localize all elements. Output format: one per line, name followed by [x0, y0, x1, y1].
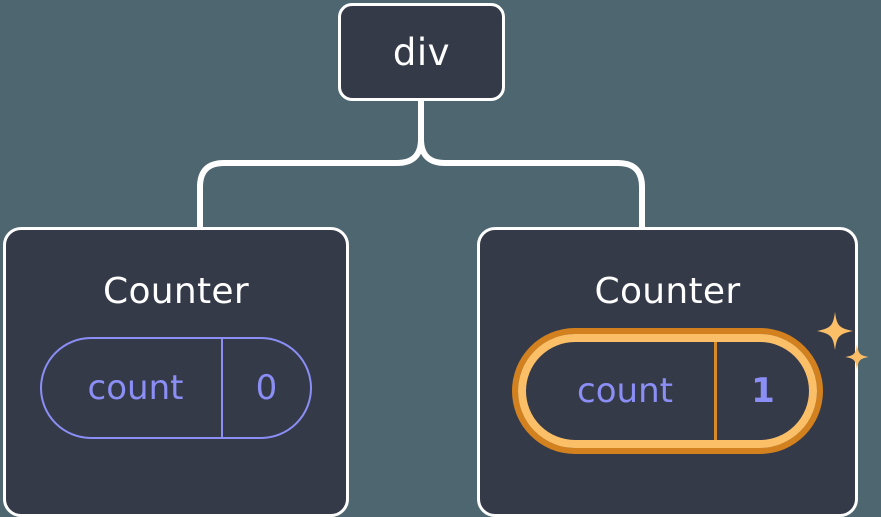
state-key-right: count [577, 371, 673, 411]
sparkle-large-icon [817, 312, 853, 350]
connector-to-right-child [418, 136, 645, 230]
sparkle-small-icon [845, 344, 869, 370]
node-counter-right[interactable]: Counter count 1 [477, 227, 869, 517]
state-value-right: 1 [714, 342, 809, 440]
node-counter-left[interactable]: Counter count 0 [3, 227, 349, 517]
connector-to-left-child [197, 136, 424, 230]
node-counter-right-title: Counter [594, 271, 741, 312]
state-pill-wrapper-right: count 1 [518, 312, 869, 448]
state-pill-left[interactable]: count 0 [40, 337, 312, 439]
state-key-left: count [87, 368, 184, 408]
node-div[interactable]: div [338, 3, 505, 101]
diagram-canvas: div Counter count 0 Counter count 1 [3, 3, 869, 517]
state-value-left: 0 [221, 339, 310, 437]
node-counter-left-title: Counter [103, 271, 249, 312]
state-pill-right-highlighted[interactable]: count 1 [518, 334, 817, 448]
sparkles-group [817, 312, 869, 370]
state-pill-wrapper-left: count 0 [40, 337, 312, 439]
node-div-label: div [392, 30, 451, 74]
